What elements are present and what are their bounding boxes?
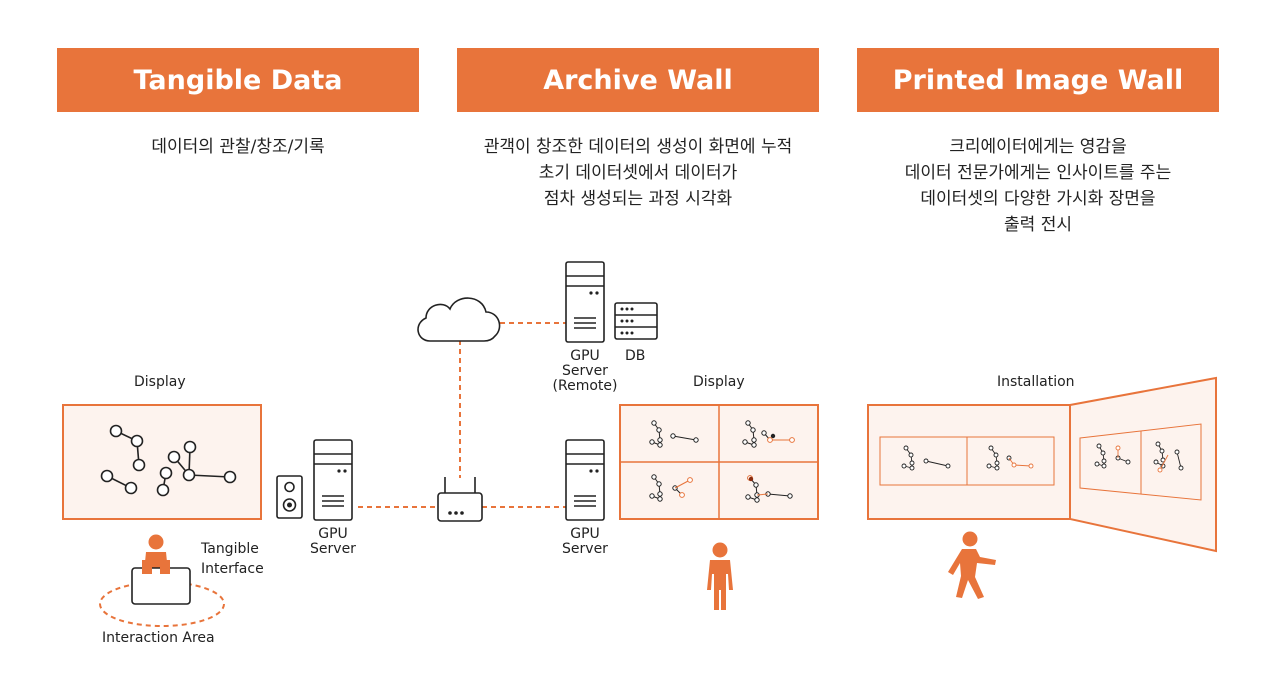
router-icon (437, 477, 483, 522)
label-line: Tangible (201, 541, 259, 557)
label-line: GPU (570, 348, 600, 364)
database-icon (614, 302, 658, 340)
interaction-area-label: Interaction Area (102, 630, 215, 646)
desc-tangible-data: 데이터의 관찰/창조/기록 (28, 134, 448, 160)
display-mid (619, 404, 819, 520)
network-connections (358, 322, 566, 508)
person-icon (707, 542, 733, 610)
tangible-interface-label: Tangible Interface (201, 542, 264, 577)
desc-line: 데이터 전문가에게는 인사이트를 주는 (904, 163, 1172, 183)
banner-tangible-data: Tangible Data (57, 48, 419, 112)
desc-printed-image-wall: 크리에이터에게는 영감을 데이터 전문가에게는 인사이트를 주는 데이터셋의 다… (828, 134, 1248, 238)
gpu-server-local-icon (313, 439, 353, 521)
speaker-icon (276, 475, 303, 519)
db-label: DB (625, 348, 646, 364)
banner-title: Archive Wall (543, 64, 733, 96)
display-mid-label: Display (693, 374, 745, 390)
desc-line: 출력 전시 (1004, 215, 1072, 235)
label-line: GPU (318, 526, 348, 542)
cloud-icon (417, 297, 501, 342)
banner-archive-wall: Archive Wall (457, 48, 819, 112)
label-line: Server (310, 541, 356, 557)
person-icon (142, 560, 170, 574)
desc-line: 관객이 창조한 데이터의 생성이 화면에 누적 (483, 137, 793, 157)
label-line: Server (562, 541, 608, 557)
desc-line: 데이터셋의 다양한 가시화 장면을 (920, 189, 1156, 209)
gpu-server-remote-label: GPU Server (Remote) (548, 349, 622, 394)
desc-line: 크리에이터에게는 영감을 (949, 137, 1127, 157)
label-line: Server (562, 363, 608, 379)
label-line: (Remote) (552, 378, 618, 394)
gpu-server-label: GPU Server (560, 527, 610, 557)
installation-label: Installation (997, 374, 1075, 390)
installation (867, 376, 1217, 553)
desc-line: 점차 생성되는 과정 시각화 (543, 189, 733, 209)
person-icon (948, 531, 996, 599)
label-line: GPU (570, 526, 600, 542)
display-left (62, 404, 262, 520)
desc-line: 초기 데이터셋에서 데이터가 (538, 163, 738, 183)
gpu-server-icon (565, 439, 605, 521)
banner-title: Printed Image Wall (892, 64, 1184, 96)
desc-archive-wall: 관객이 창조한 데이터의 생성이 화면에 누적 초기 데이터셋에서 데이터가 점… (428, 134, 848, 212)
banner-title: Tangible Data (133, 64, 343, 96)
gpu-server-local-label: GPU Server (308, 527, 358, 557)
gpu-server-remote-icon (565, 261, 605, 343)
banner-printed-image-wall: Printed Image Wall (857, 48, 1219, 112)
display-left-label: Display (134, 374, 186, 390)
label-line: Interface (201, 561, 264, 577)
desc-line: 데이터의 관찰/창조/기록 (151, 137, 325, 157)
